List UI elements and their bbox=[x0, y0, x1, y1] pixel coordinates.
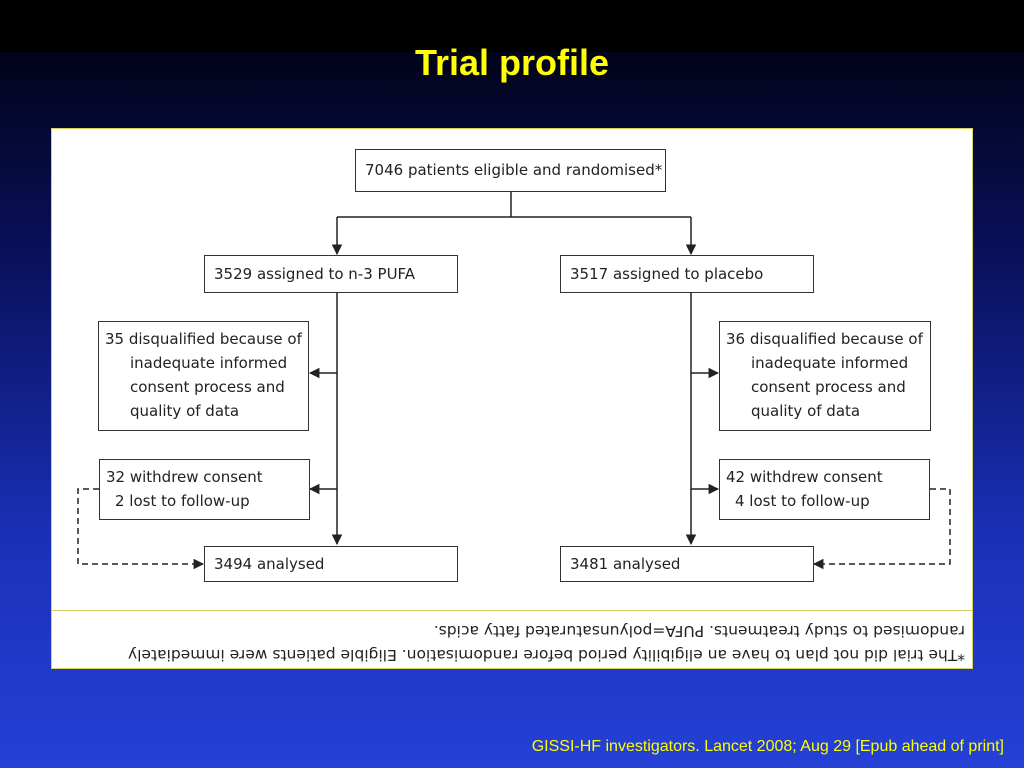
dashed-left-return bbox=[77, 488, 205, 570]
right-disqualified-box: 36 disqualified because of inadequate in… bbox=[719, 321, 931, 431]
randomised-box: 7046 patients eligible and randomised* bbox=[355, 149, 666, 192]
left-assigned-text: 3529 assigned to n-3 PUFA bbox=[214, 265, 416, 283]
left-analysed-text: 3494 analysed bbox=[214, 555, 325, 573]
right-disqualified-line-1: 36 disqualified because of bbox=[726, 330, 923, 348]
right-analysed-text: 3481 analysed bbox=[570, 555, 681, 573]
footnote-upside-down: *The trial did not plan to have an eligi… bbox=[60, 619, 965, 667]
right-assigned-box: 3517 assigned to placebo bbox=[560, 255, 814, 293]
right-withdrawn-box: 42 withdrew consent 4 lost to follow-up bbox=[719, 459, 930, 520]
right-disqualified-line-2: inadequate informed bbox=[751, 354, 909, 372]
left-analysed-box: 3494 analysed bbox=[204, 546, 458, 582]
flowchart-connectors bbox=[77, 191, 951, 570]
left-withdrawn-box: 32 withdrew consent 2 lost to follow-up bbox=[99, 459, 310, 520]
right-assigned-text: 3517 assigned to placebo bbox=[570, 265, 764, 283]
top-band bbox=[0, 0, 1024, 52]
left-disqualified-line-3: consent process and bbox=[130, 378, 285, 396]
footnote-line-1: *The trial did not plan to have an eligi… bbox=[128, 646, 965, 664]
right-withdrawn-line-1: 42 withdrew consent bbox=[726, 468, 883, 486]
left-disqualified-line-1: 35 disqualified because of bbox=[105, 330, 302, 348]
trial-profile-figure: 7046 patients eligible and randomised* 3… bbox=[51, 128, 973, 669]
left-disqualified-line-2: inadequate informed bbox=[130, 354, 288, 372]
slide-title: Trial profile bbox=[414, 42, 610, 83]
left-withdrawn-line-1: 32 withdrew consent bbox=[106, 468, 263, 486]
right-analysed-box: 3481 analysed bbox=[560, 546, 814, 582]
left-withdrawn-line-2: 2 lost to follow-up bbox=[115, 492, 250, 510]
right-disqualified-line-4: quality of data bbox=[751, 402, 861, 420]
citation: GISSI-HF investigators. Lancet 2008; Aug… bbox=[531, 738, 1004, 755]
left-disqualified-line-4: quality of data bbox=[130, 402, 240, 420]
footnote-divider bbox=[52, 610, 972, 611]
left-assigned-box: 3529 assigned to n-3 PUFA bbox=[204, 255, 458, 293]
footnote-line-2: randomised to study treatments. PUFA=pol… bbox=[433, 622, 965, 640]
left-disqualified-box: 35 disqualified because of inadequate in… bbox=[98, 321, 309, 431]
right-withdrawn-line-2: 4 lost to follow-up bbox=[735, 492, 870, 510]
randomised-text: 7046 patients eligible and randomised* bbox=[365, 161, 663, 179]
dashed-right-return bbox=[812, 488, 951, 570]
right-disqualified-line-3: consent process and bbox=[751, 378, 906, 396]
